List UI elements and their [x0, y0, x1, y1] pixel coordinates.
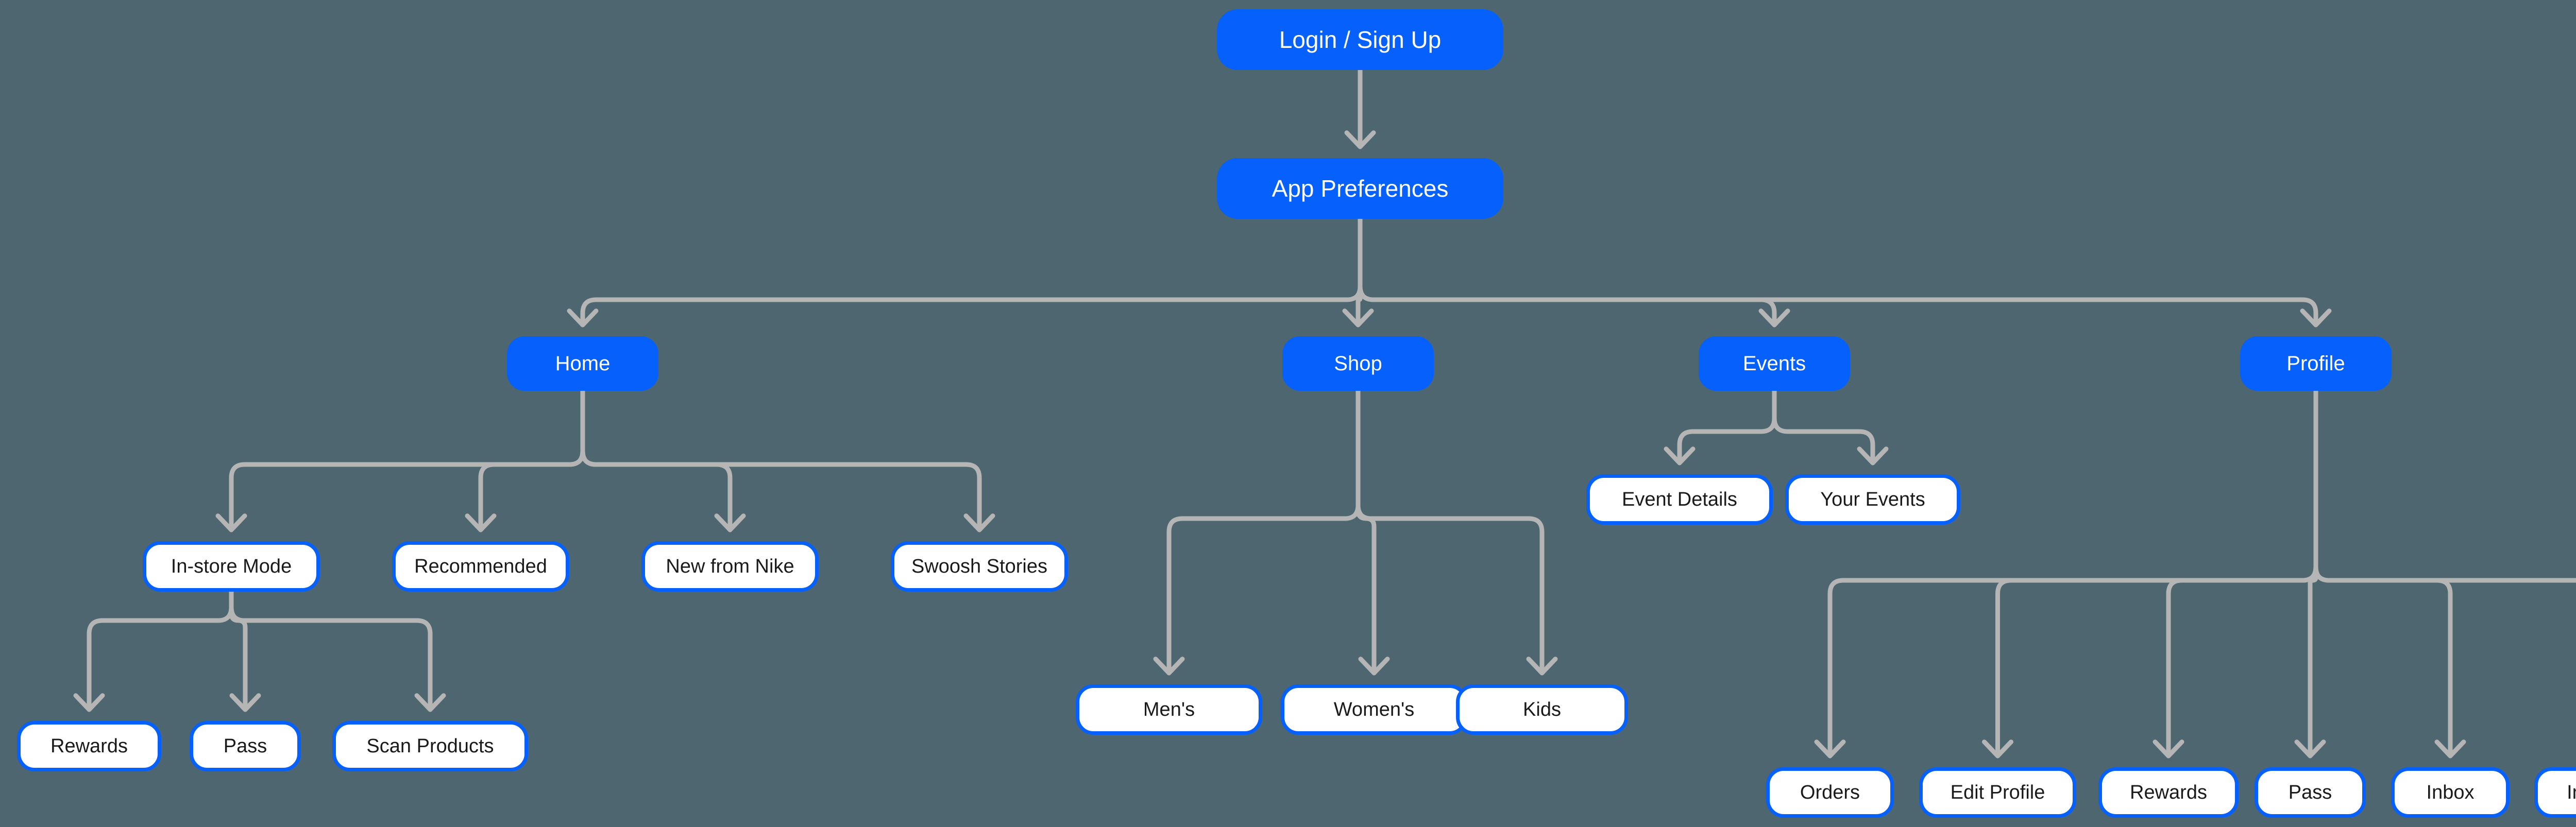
arrow-head-icon — [717, 516, 743, 530]
node-your-events[interactable]: Your Events — [1785, 474, 1960, 525]
node-in-store-mode[interactable]: In-store Mode — [143, 541, 320, 592]
arrow-head-icon — [1347, 133, 1374, 147]
node-event-details[interactable]: Event Details — [1586, 474, 1773, 525]
node-womens[interactable]: Women's — [1281, 684, 1467, 735]
arrow-head-icon — [1666, 449, 1693, 463]
connector-path — [481, 391, 583, 530]
node-inbox[interactable]: Inbox — [2391, 767, 2510, 818]
node-shop[interactable]: Shop — [1282, 336, 1434, 391]
node-interests[interactable]: Interests — [2534, 767, 2576, 818]
connector-path — [1774, 391, 1873, 463]
node-home[interactable]: Home — [507, 336, 658, 391]
arrow-head-icon — [2155, 742, 2182, 756]
connector-path — [1358, 391, 1374, 673]
connector-path — [1680, 391, 1774, 463]
arrow-head-icon — [966, 516, 993, 530]
connector-path — [2168, 391, 2316, 756]
node-pass-home[interactable]: Pass — [190, 721, 301, 771]
arrow-head-icon — [76, 696, 103, 710]
connector-path — [583, 391, 730, 530]
arrow-head-icon — [2297, 742, 2324, 756]
arrow-head-icon — [1817, 742, 1843, 756]
node-app-preferences[interactable]: App Preferences — [1217, 158, 1503, 219]
connector-path — [1358, 219, 1360, 325]
connector-path — [231, 391, 583, 530]
node-mens[interactable]: Men's — [1076, 684, 1262, 735]
connector-path — [1360, 219, 1774, 325]
arrow-head-icon — [232, 696, 259, 710]
connector-path — [2310, 391, 2316, 756]
node-login-signup[interactable]: Login / Sign Up — [1217, 9, 1503, 70]
arrow-head-icon — [218, 516, 245, 530]
arrow-head-icon — [1529, 659, 1555, 673]
node-kids[interactable]: Kids — [1456, 684, 1628, 735]
arrow-head-icon — [1859, 449, 1886, 463]
arrow-head-icon — [2302, 311, 2329, 325]
arrow-head-icon — [1156, 659, 1182, 673]
node-rewards-profile[interactable]: Rewards — [2098, 767, 2239, 818]
node-recommended[interactable]: Recommended — [392, 541, 569, 592]
node-rewards-home[interactable]: Rewards — [17, 721, 161, 771]
connector-path — [583, 219, 1360, 325]
connector-path — [1830, 391, 2316, 756]
connector-path — [1169, 391, 1358, 673]
node-events[interactable]: Events — [1699, 336, 1850, 391]
arrow-head-icon — [1761, 311, 1788, 325]
node-edit-profile[interactable]: Edit Profile — [1919, 767, 2076, 818]
arrow-head-icon — [2437, 742, 2464, 756]
node-profile[interactable]: Profile — [2240, 336, 2392, 391]
connector-path — [2316, 391, 2576, 756]
arrow-head-icon — [1361, 659, 1387, 673]
connector-path — [89, 592, 231, 710]
node-pass-profile[interactable]: Pass — [2255, 767, 2366, 818]
connector-path — [231, 592, 245, 710]
connector-path — [231, 592, 430, 710]
connector-path — [1360, 219, 2316, 325]
node-swoosh-stories[interactable]: Swoosh Stories — [891, 541, 1068, 592]
arrow-head-icon — [569, 311, 596, 325]
arrow-head-icon — [1985, 742, 2011, 756]
arrow-head-icon — [1345, 311, 1371, 325]
arrow-head-icon — [417, 696, 444, 710]
connector-path — [583, 391, 979, 530]
node-new-from-nike[interactable]: New from Nike — [641, 541, 819, 592]
connector-path — [1358, 391, 1542, 673]
node-orders[interactable]: Orders — [1766, 767, 1894, 818]
arrow-head-icon — [467, 516, 494, 530]
connector-path — [1998, 391, 2316, 756]
node-scan-products[interactable]: Scan Products — [332, 721, 528, 771]
connector-path — [2316, 391, 2450, 756]
